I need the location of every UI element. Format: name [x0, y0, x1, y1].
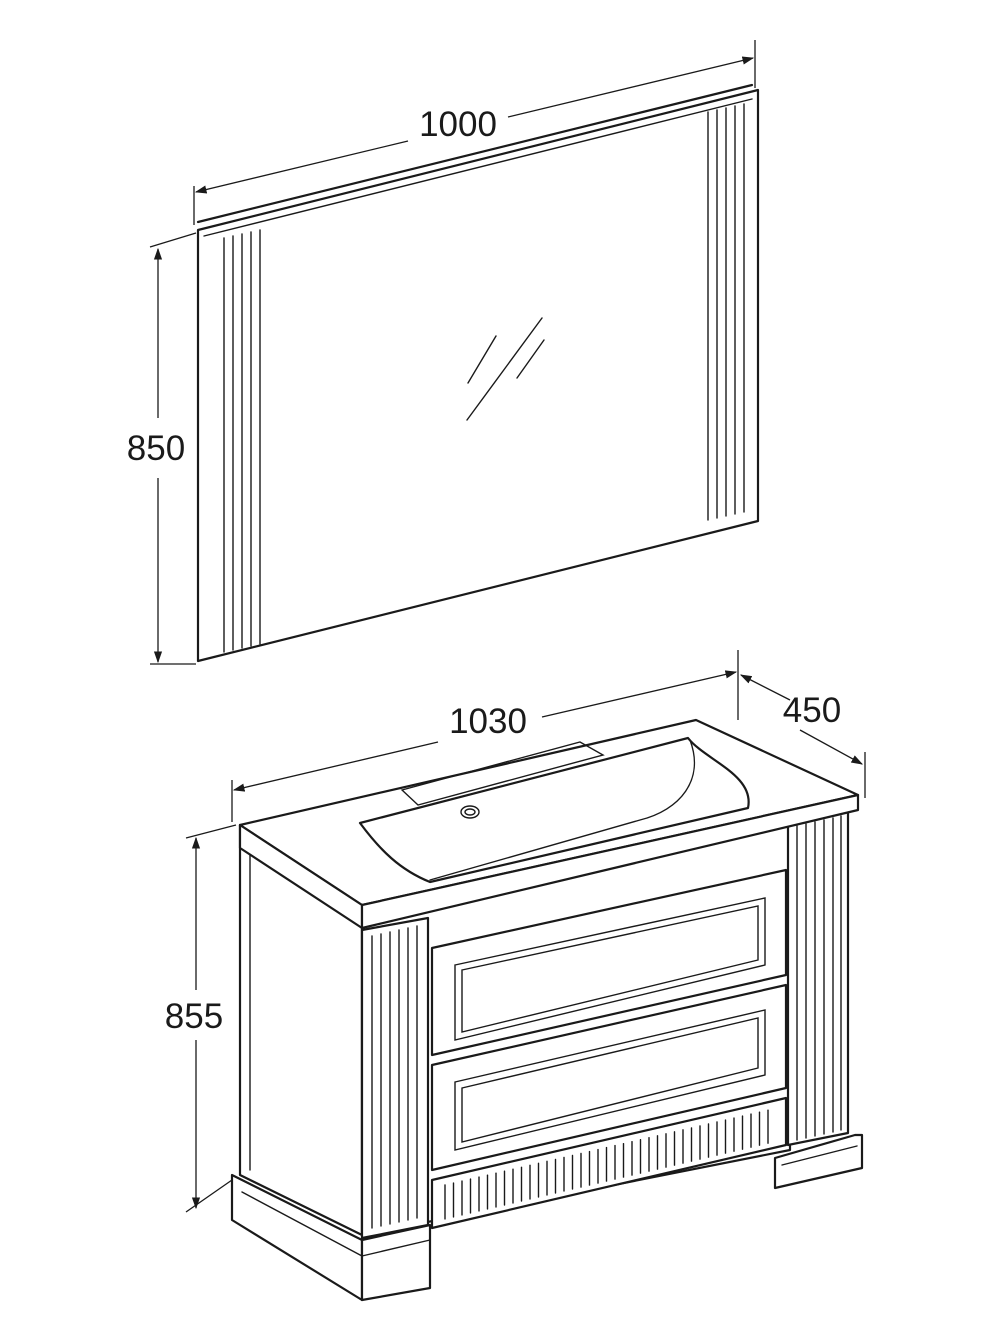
vanity-depth-dimension: 450 [739, 674, 866, 798]
left-column-flutes [371, 925, 418, 1229]
mirror-right-flutes [707, 103, 745, 521]
vanity-height-dimension: 855 [165, 824, 237, 1213]
bottom-drawer-panel-outer [454, 1009, 766, 1151]
mirror-height-label: 850 [127, 429, 185, 468]
basin [358, 736, 750, 884]
mirror-width-dimension: 1000 [193, 40, 756, 225]
bottom-drawer-panel-inner [461, 1017, 759, 1143]
vanity-width-dimension: 1030 [231, 650, 739, 822]
left-column [360, 916, 430, 1240]
top-drawer-panel-inner [461, 905, 759, 1033]
vanity-cabinet [230, 718, 864, 1302]
vanity-width-label: 1030 [449, 702, 527, 741]
vanity-depth-label: 450 [783, 691, 841, 730]
mirror-left-flutes [223, 229, 261, 653]
mirror-height-dimension: 850 [127, 232, 197, 665]
mirror-width-label: 1000 [419, 105, 497, 144]
mirror-glass-reflection [466, 317, 545, 421]
top-drawer-panel-outer [454, 897, 766, 1041]
mirror-frame [196, 88, 760, 663]
kick-plate-flutes [444, 1109, 769, 1220]
top-drawer [430, 868, 788, 1057]
right-base-plinth [773, 1133, 864, 1190]
mirror-top-edge [196, 83, 754, 224]
vanity-height-label: 855 [165, 997, 223, 1036]
drain-hole [460, 805, 480, 819]
mirror [196, 83, 760, 663]
kick-plate [430, 1096, 788, 1230]
right-column-flutes [796, 815, 842, 1141]
bottom-drawer [430, 983, 788, 1172]
